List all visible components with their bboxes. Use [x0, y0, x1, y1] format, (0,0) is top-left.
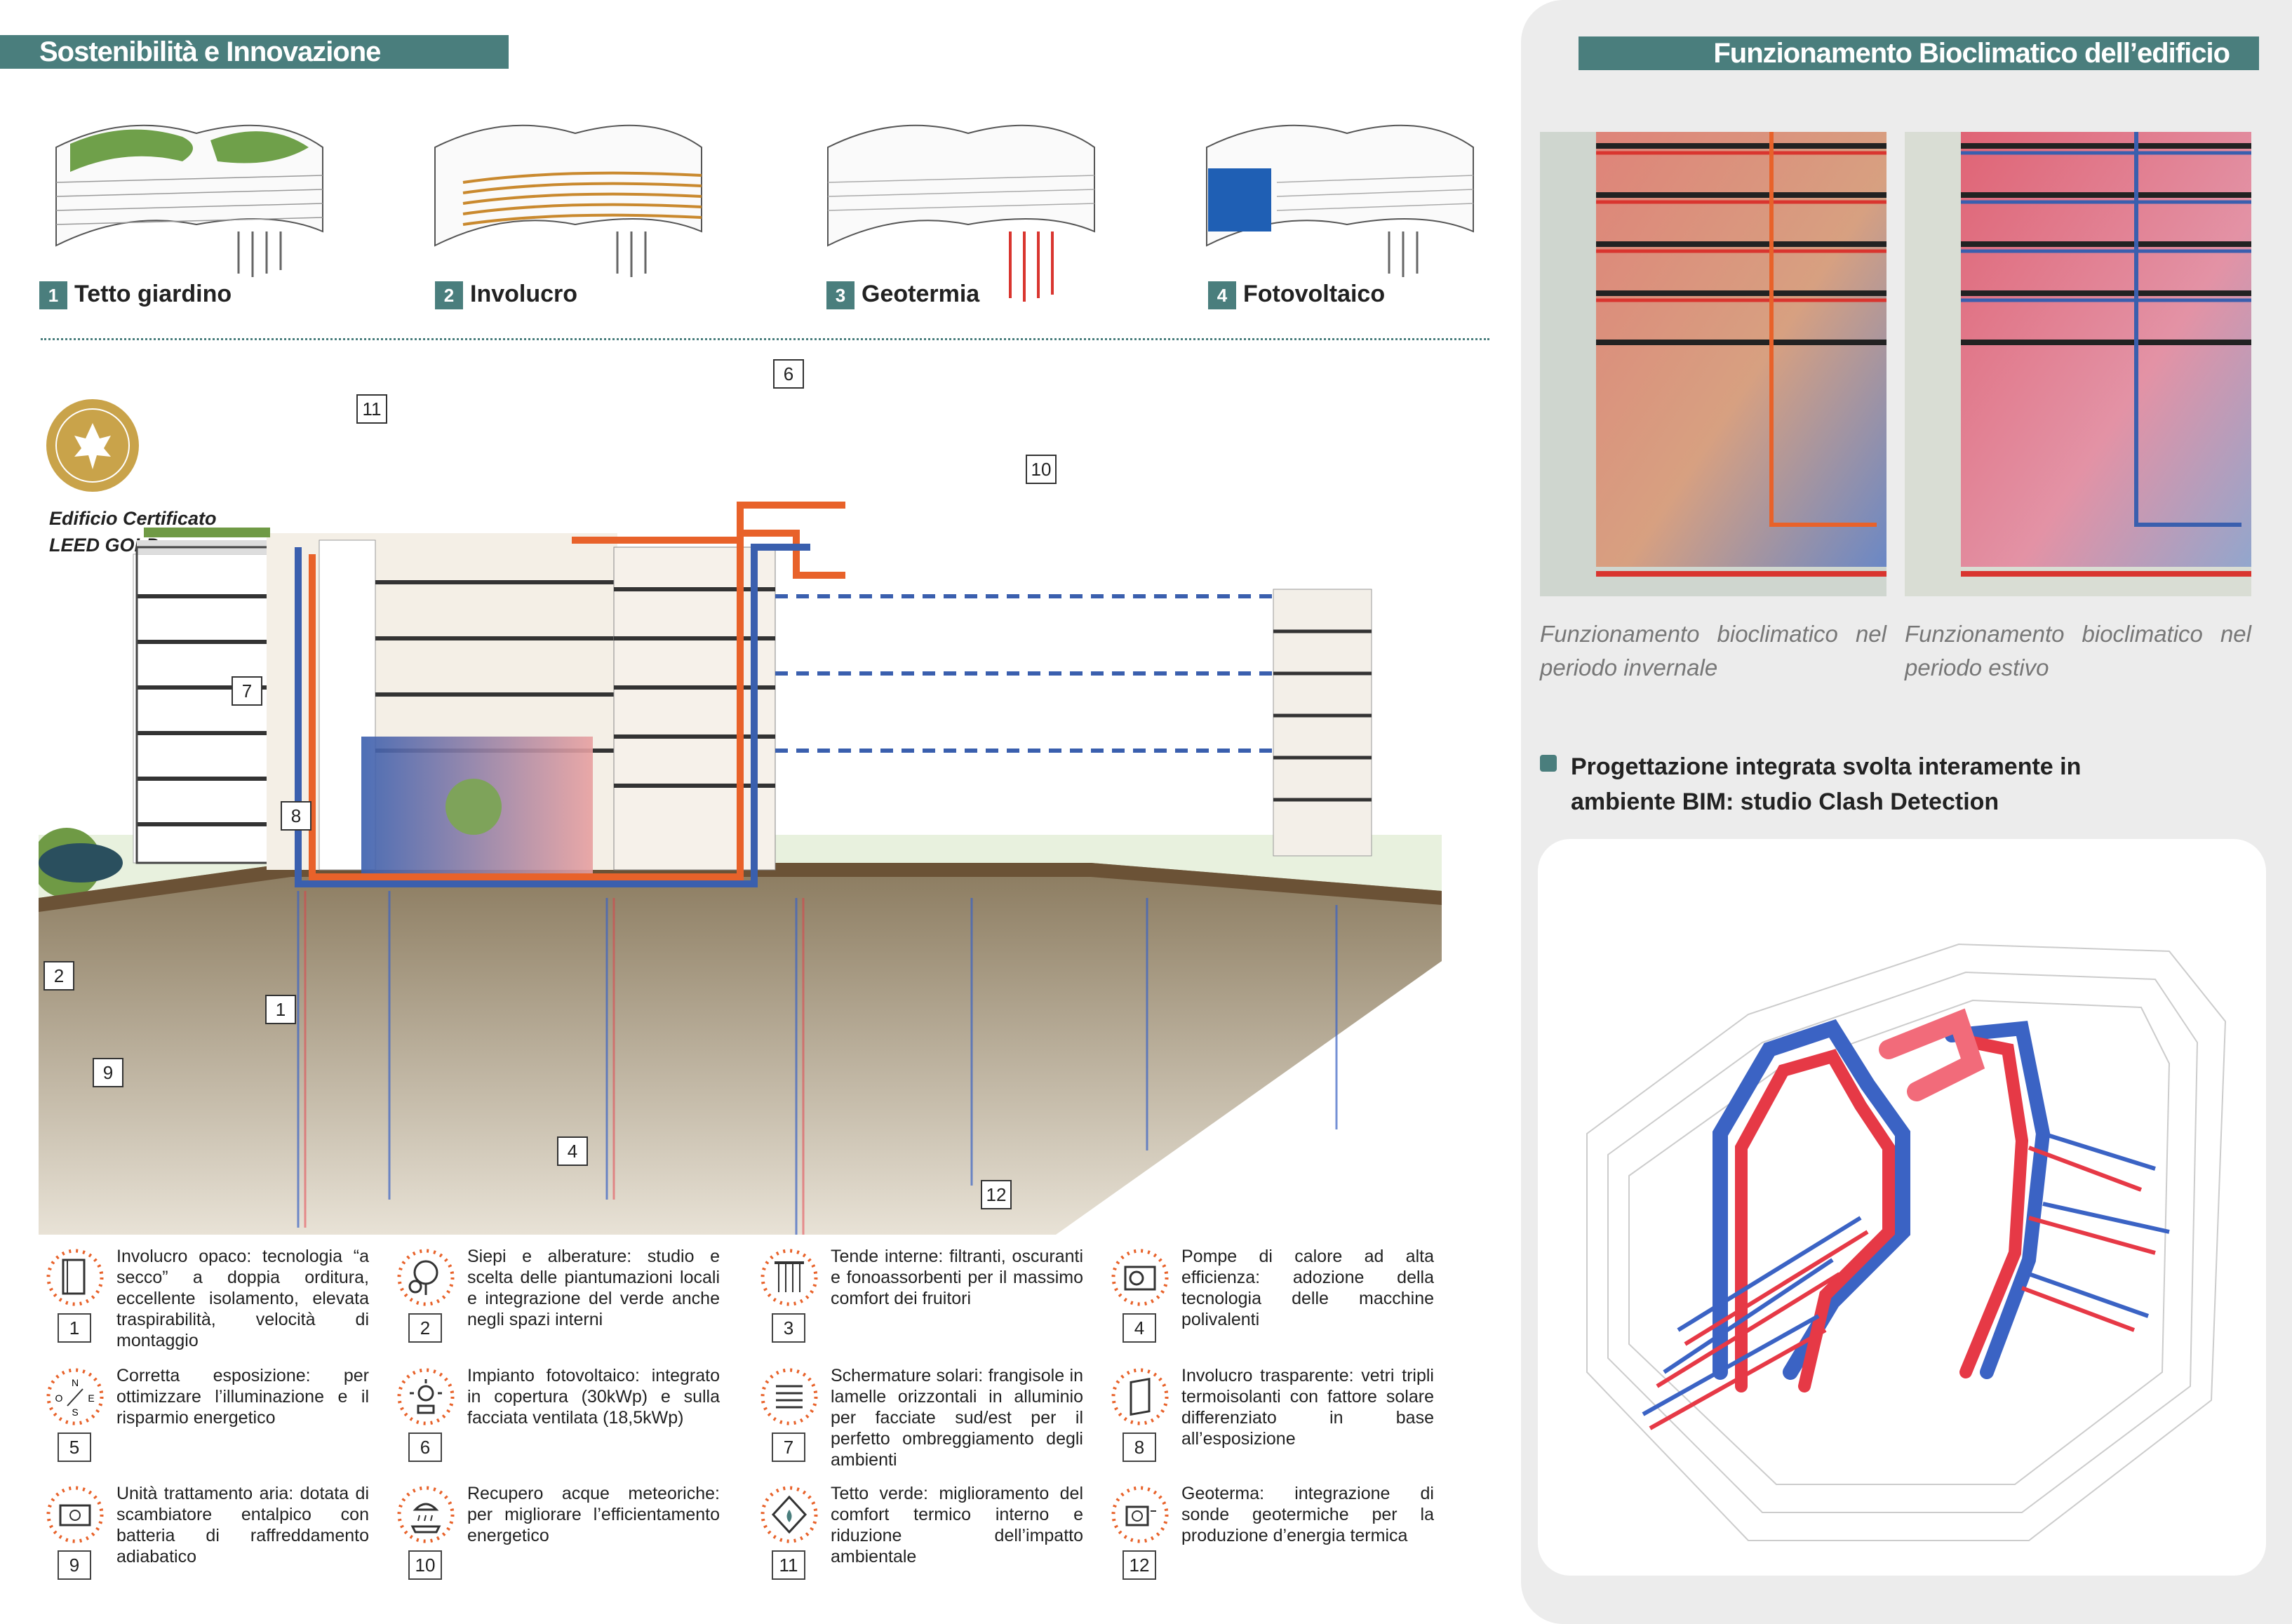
green-roof-diagram	[55, 124, 323, 277]
callout-7: 7	[232, 676, 262, 706]
strategy-number: 2	[435, 281, 463, 310]
legend-text: Involucro trasparente: vetri tripli term…	[1181, 1366, 1434, 1449]
callout-10: 9	[93, 1058, 123, 1087]
legend-item: Tende interne: filtranti, oscuranti e fo…	[758, 1246, 1087, 1344]
callout-8: 8	[281, 801, 311, 831]
summer-caption: Funzionamento bioclimatico nel periodo e…	[1905, 621, 2251, 680]
compass-icon: N SO E	[46, 1368, 104, 1425]
left-section-banner: Sostenibilità e Innovazione	[0, 35, 509, 69]
callout-1: 1	[265, 995, 296, 1024]
solar-icon	[397, 1368, 455, 1425]
legend-text: Unità trattamento aria: dotata di scambi…	[116, 1484, 369, 1566]
legend-number: 11	[772, 1550, 805, 1580]
callout-11: 11	[356, 394, 387, 424]
legend-item: Recupero acque meteoriche: per migliorar…	[394, 1483, 724, 1581]
strategy-number: 3	[826, 281, 855, 310]
winter-bioclimatic-image	[1540, 132, 1886, 596]
certification-text: Edificio Certificato LEED GOLD	[49, 508, 217, 556]
glass-icon	[1111, 1368, 1169, 1425]
envelope-diagram	[434, 124, 702, 277]
legend-item: Impianto fotovoltaico: integrato in cope…	[394, 1365, 724, 1463]
right-section-banner: Funzionamento Bioclimatico dell’edificio	[1579, 36, 2259, 70]
left-section-title: Sostenibilità e Innovazione	[39, 36, 381, 67]
legend-number: 5	[58, 1432, 91, 1462]
callout-6: 6	[773, 359, 804, 389]
legend-item: Involucro trasparente: vetri tripli term…	[1108, 1365, 1438, 1463]
curtain-icon	[760, 1249, 818, 1306]
legend-text: Tende interne: filtranti, oscuranti e fo…	[831, 1247, 1083, 1308]
air-handler-icon	[46, 1486, 104, 1543]
legend-number: 4	[1122, 1313, 1156, 1343]
winter-caption: Funzionamento bioclimatico nel periodo i…	[1540, 621, 1886, 680]
legend-number: 2	[408, 1313, 442, 1343]
geothermal-diagram	[827, 124, 1095, 302]
legend-number: 1	[58, 1313, 91, 1343]
legend-item: Involucro opaco: tecnologia “a secco” a …	[43, 1246, 373, 1350]
callout-4: 4	[557, 1136, 588, 1166]
bim-title: Progettazione integrata svolta interamen…	[1571, 753, 2082, 815]
callout-2: 2	[43, 961, 74, 991]
summer-bioclimatic-image	[1905, 132, 2251, 596]
section-divider	[41, 338, 1489, 340]
legend-item: Pompe di calore ad alta efficienza: adoz…	[1108, 1246, 1438, 1344]
strategy-number: 1	[39, 281, 67, 310]
svg-text:O: O	[55, 1393, 63, 1404]
legend-number: 9	[58, 1550, 91, 1580]
tree-icon	[397, 1249, 455, 1306]
geothermal-icon	[1111, 1486, 1169, 1543]
right-section-title: Funzionamento Bioclimatico dell’edificio	[1713, 38, 2230, 69]
legend-number: 6	[408, 1432, 442, 1462]
legend-text: Siepi e alberature: studio e scelta dell…	[467, 1247, 720, 1329]
bim-clash-detection-image	[1586, 943, 2227, 1541]
legend-text: Recupero acque meteoriche: per migliorar…	[467, 1484, 720, 1545]
svg-text:E: E	[88, 1393, 94, 1404]
callout-12: 12	[981, 1180, 1012, 1209]
legend-item: Tetto verde: miglioramento del comfort t…	[758, 1483, 1087, 1581]
legend-text: Geoterma: integrazione di sonde geotermi…	[1181, 1484, 1434, 1545]
bim-bullet	[1540, 755, 1557, 772]
svg-text:S: S	[72, 1407, 78, 1418]
legend-text: Corretta esposizione: per ottimizzare l’…	[116, 1366, 369, 1428]
bim-heading: Progettazione integrata svolta interamen…	[1540, 749, 2171, 819]
leed-gold-badge	[46, 399, 139, 492]
legend-item: Unità trattamento aria: dotata di scambi…	[43, 1483, 373, 1581]
legend-item: Siepi e alberature: studio e scelta dell…	[394, 1246, 724, 1344]
callout-9: 10	[1026, 455, 1057, 484]
legend-text: Pompe di calore ad alta efficienza: adoz…	[1181, 1247, 1434, 1329]
legend-text: Involucro opaco: tecnologia “a secco” a …	[116, 1247, 369, 1350]
legend-number: 7	[772, 1432, 805, 1462]
legend-number: 8	[1122, 1432, 1156, 1462]
wall-panel-icon	[46, 1249, 104, 1306]
strategy-number: 4	[1208, 281, 1236, 310]
legend-item: Schermature solari: frangisole in lamell…	[758, 1365, 1087, 1470]
green-roof-icon	[760, 1486, 818, 1543]
building-section-illustration	[39, 502, 1442, 1235]
legend-number: 3	[772, 1313, 805, 1343]
legend-item: Geoterma: integrazione di sonde geotermi…	[1108, 1483, 1438, 1581]
legend-number: 12	[1122, 1550, 1156, 1580]
legend-text: Schermature solari: frangisole in lamell…	[831, 1366, 1083, 1470]
photovoltaic-diagram	[1206, 124, 1474, 277]
louvre-icon	[760, 1368, 818, 1425]
legend-text: Tetto verde: miglioramento del comfort t…	[831, 1484, 1083, 1566]
legend-number: 10	[408, 1550, 442, 1580]
rain-icon	[397, 1486, 455, 1543]
legend-text: Impianto fotovoltaico: integrato in cope…	[467, 1366, 720, 1428]
svg-text:N: N	[72, 1377, 79, 1388]
heat-pump-icon	[1111, 1249, 1169, 1306]
bim-clash-panel	[1538, 839, 2266, 1576]
